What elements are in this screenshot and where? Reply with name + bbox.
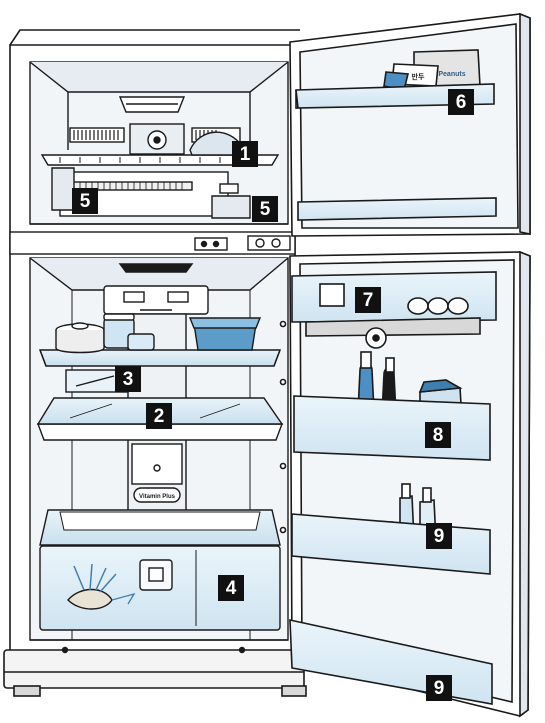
callout-label-8: 8 [425,422,451,448]
callout-label-1: 1 [232,141,258,167]
callout-label-5-right: 5 [252,196,278,222]
compartment-divider [10,232,295,254]
callout-label-3: 3 [115,366,141,392]
callout-label-6: 6 [448,89,474,115]
small-box-label: 만두 [412,72,425,81]
callout-label-9-upper: 9 [426,523,452,549]
freezer-door[interactable]: 만두 Peanuts [290,14,530,236]
callout-label-7: 7 [355,287,381,313]
drawer-badge-text: Vitamin Plus [139,494,176,500]
callout-label-4: 4 [218,575,244,601]
callout-label-9-lower: 9 [426,675,452,701]
callout-label-5-left: 5 [72,188,98,214]
refrigerator-compartment: Vitamin Plus [30,258,288,653]
refrigerator-door[interactable] [281,252,531,716]
snack-bag-label: Peanuts [438,71,465,78]
callout-label-2: 2 [146,403,172,429]
